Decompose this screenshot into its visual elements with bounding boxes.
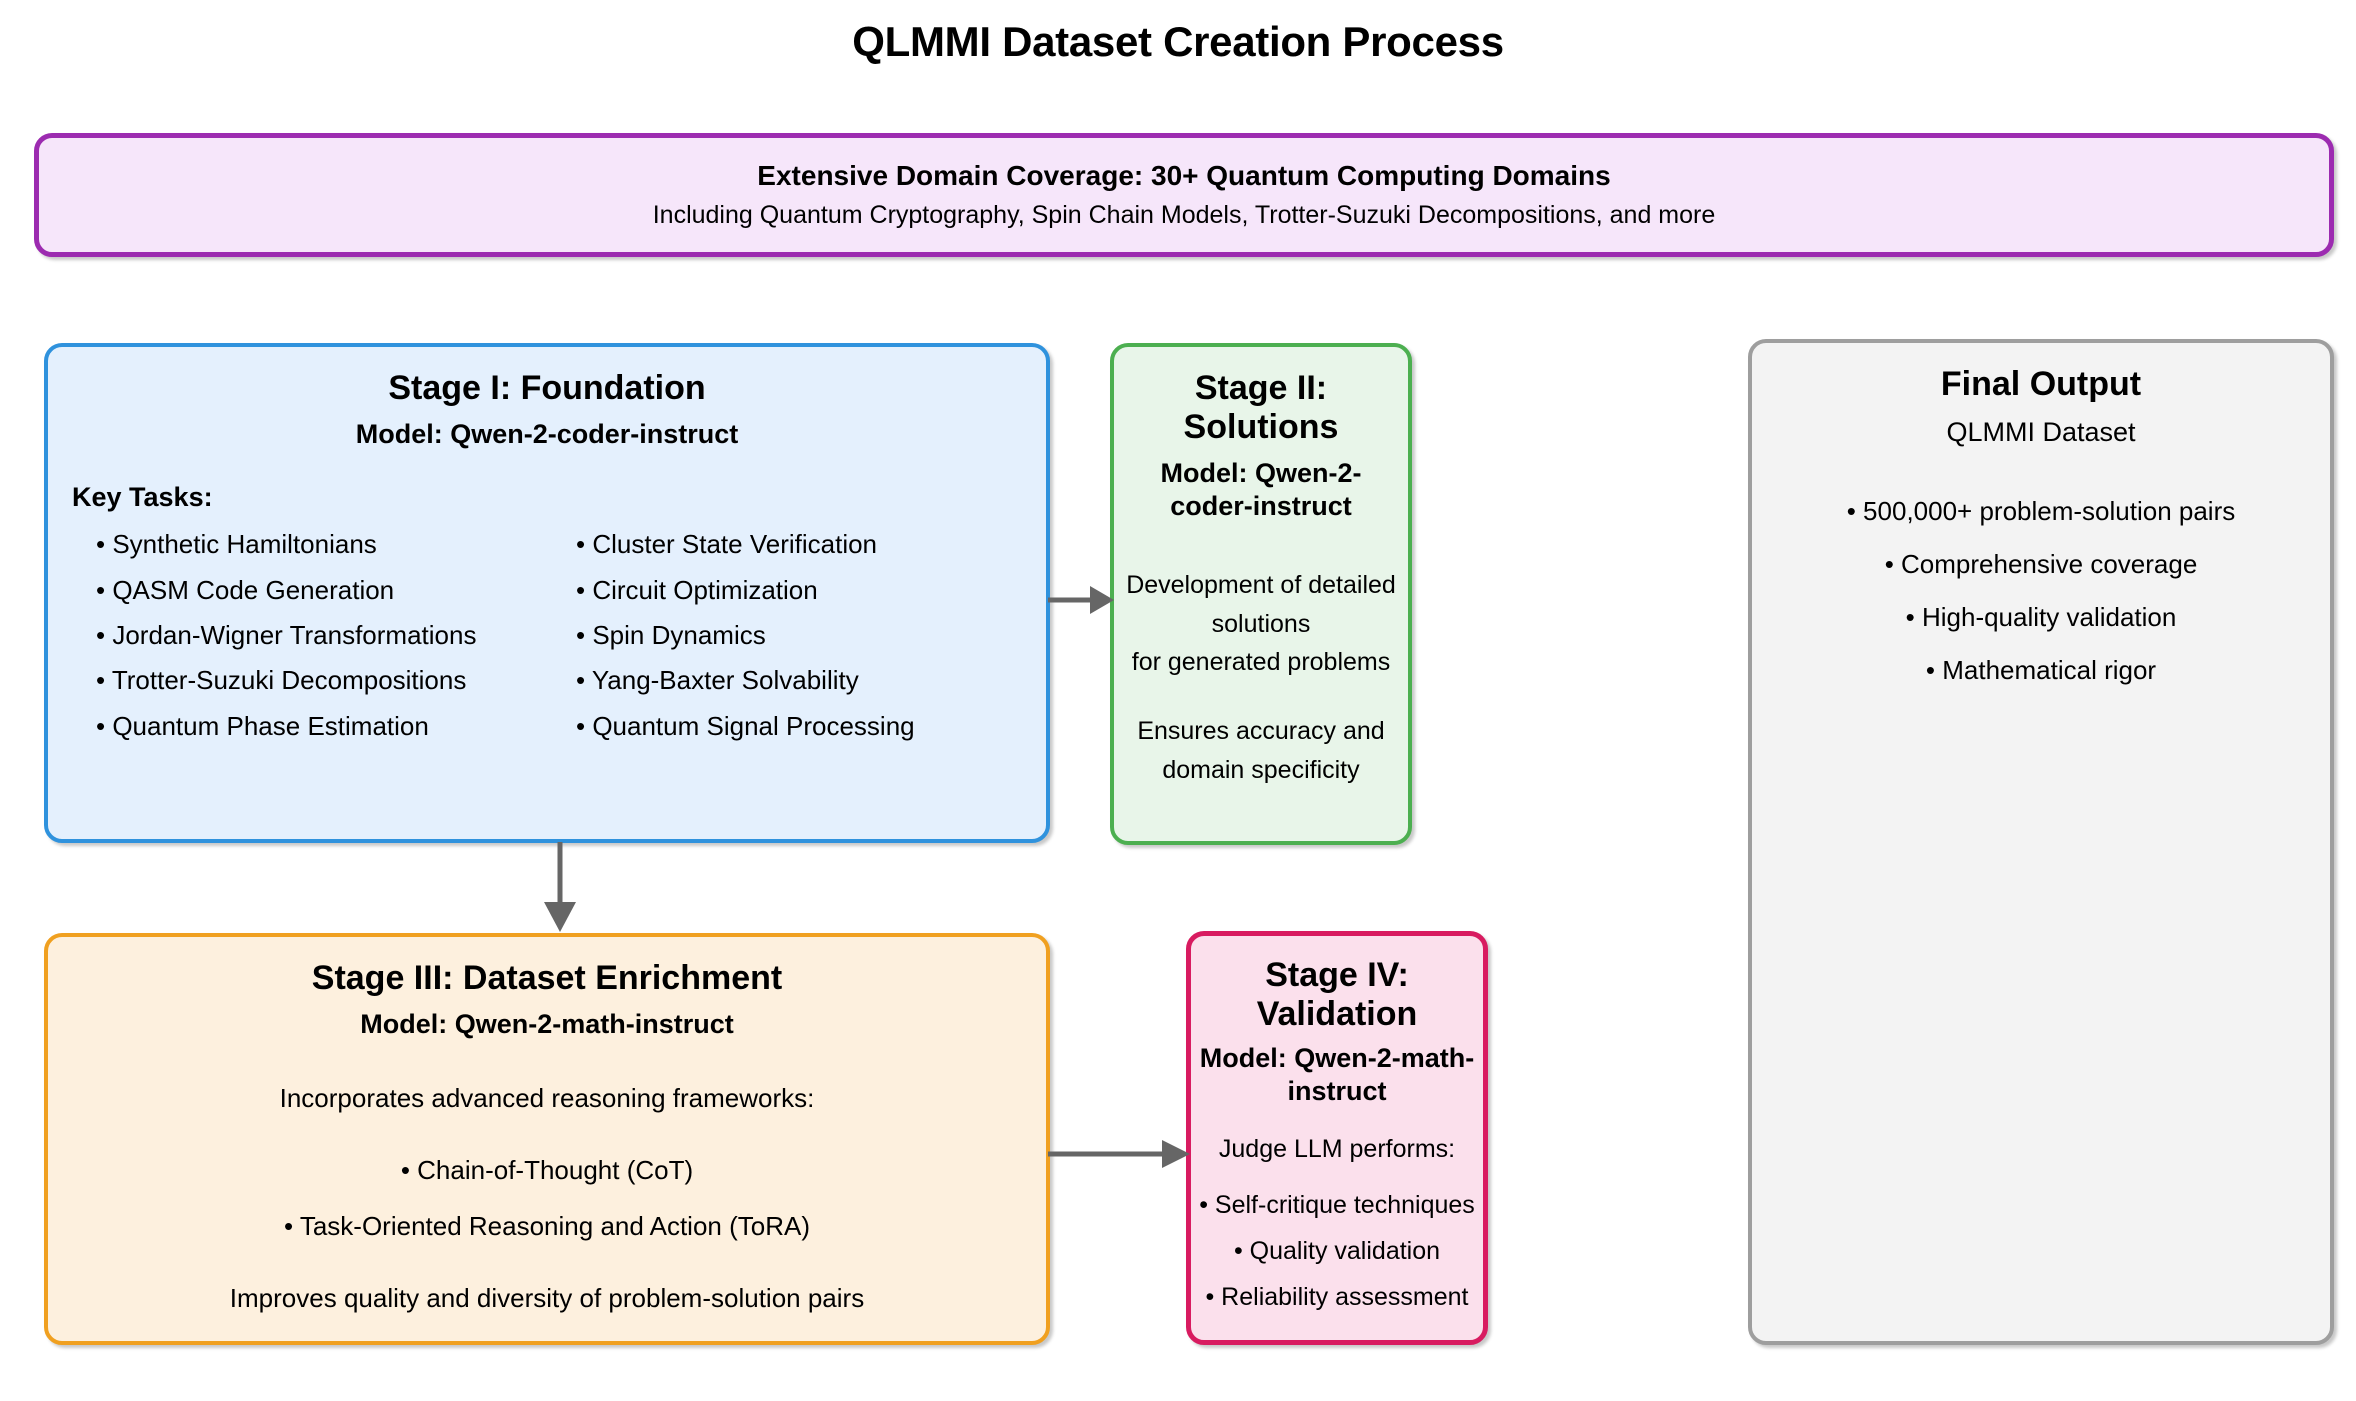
arrow-stage1-to-stage3 [544, 842, 576, 932]
stage-2-paragraph-2-line-2: domain specificity [1162, 755, 1360, 784]
stage-3-title: Stage III: Dataset Enrichment [311, 959, 783, 997]
banner-subheading: Including Quantum Cryptography, Spin Cha… [652, 201, 1716, 229]
final-output-box[interactable]: Final Output QLMMI Dataset • 500,000+ pr… [1748, 339, 2334, 1345]
stage-1-task-item: • Yang-Baxter Solvability [576, 665, 859, 696]
stage-1-model: Model: Qwen-2-coder-instruct [355, 419, 739, 450]
stage-2-paragraph-1: Development of detailed solutions for ge… [1124, 566, 1398, 682]
stage-3-tail-text: Improves quality and diversity of proble… [229, 1282, 865, 1313]
stage-4-model: Model: Qwen-2-math-instruct [1199, 1043, 1475, 1106]
final-output-bullet: • 500,000+ problem-solution pairs [1846, 495, 2236, 526]
stage-1-task-item: • Circuit Optimization [576, 574, 818, 605]
stage-1-task-item: • Jordan-Wigner Transformations [96, 620, 477, 651]
stage-1-task-item: • Quantum Signal Processing [576, 710, 915, 741]
stage-2-paragraph-1-line-2: for generated problems [1131, 648, 1391, 677]
stage-2-solutions-box[interactable]: Stage II: Solutions Model: Qwen-2-coder-… [1110, 343, 1412, 845]
stage-3-lead-text: Incorporates advanced reasoning framewor… [279, 1083, 815, 1114]
stage-4-validation-box[interactable]: Stage IV: Validation Model: Qwen-2-math-… [1186, 931, 1488, 1345]
domain-coverage-banner: Extensive Domain Coverage: 30+ Quantum C… [34, 133, 2334, 257]
page-title: QLMMI Dataset Creation Process [852, 18, 1504, 65]
stage-4-bullet: • Self-critique techniques [1199, 1191, 1475, 1220]
stage-2-paragraph-2-line-1: Ensures accuracy and [1137, 717, 1385, 746]
final-output-bullet-list: • 500,000+ problem-solution pairs • Comp… [1762, 496, 2320, 686]
stage-4-bullet-list: • Self-critique techniques • Quality val… [1199, 1191, 1475, 1312]
stage-4-bullet: • Quality validation [1233, 1237, 1441, 1266]
arrow-stage3-to-stage4 [1048, 1140, 1190, 1168]
final-output-title: Final Output [1940, 365, 2142, 403]
final-output-bullet: • Mathematical rigor [1925, 654, 2157, 685]
stage-3-model: Model: Qwen-2-math-instruct [360, 1009, 734, 1040]
stage-2-model: Model: Qwen-2-coder-instruct [1160, 458, 1362, 521]
stage-3-dataset-enrichment-box[interactable]: Stage III: Dataset Enrichment Model: Qwe… [44, 933, 1050, 1345]
stage-4-bullet: • Reliability assessment [1205, 1283, 1469, 1312]
stage-3-bullet: • Chain-of-Thought (CoT) [400, 1155, 694, 1186]
stage-1-task-item: • Cluster State Verification [576, 529, 878, 560]
banner-heading: Extensive Domain Coverage: 30+ Quantum C… [757, 160, 1611, 191]
final-output-bullet: • Comprehensive coverage [1884, 548, 2198, 579]
stage-1-task-item: • Trotter-Suzuki Decompositions [96, 665, 467, 696]
stage-1-task-item: • QASM Code Generation [96, 574, 395, 605]
stage-1-task-item: • Quantum Phase Estimation [96, 710, 429, 741]
stage-2-title: Stage II: Solutions [1183, 369, 1339, 447]
stage-2-paragraph-1-line-1: Development of detailed solutions [1126, 570, 1396, 638]
arrow-stage1-to-stage2 [1048, 586, 1114, 614]
stage-4-lead-text: Judge LLM performs: [1218, 1134, 1456, 1163]
final-output-subtitle: QLMMI Dataset [1946, 417, 2136, 448]
stage-1-task-item: • Spin Dynamics [576, 620, 766, 651]
stage-1-foundation-box[interactable]: Stage I: Foundation Model: Qwen-2-coder-… [44, 343, 1050, 843]
stage-1-tasks-label: Key Tasks: [72, 482, 213, 513]
stage-2-paragraph-2: Ensures accuracy and domain specificity [1137, 712, 1384, 790]
stage-1-task-item: • Synthetic Hamiltonians [96, 529, 377, 560]
stage-4-title: Stage IV: Validation [1256, 956, 1418, 1034]
stage-3-bullet: • Task-Oriented Reasoning and Action (To… [283, 1211, 810, 1242]
stage-1-task-grid: • Synthetic Hamiltonians • Cluster State… [48, 513, 1046, 743]
final-output-bullet: • High-quality validation [1905, 601, 2177, 632]
stage-1-title: Stage I: Foundation [388, 369, 706, 407]
